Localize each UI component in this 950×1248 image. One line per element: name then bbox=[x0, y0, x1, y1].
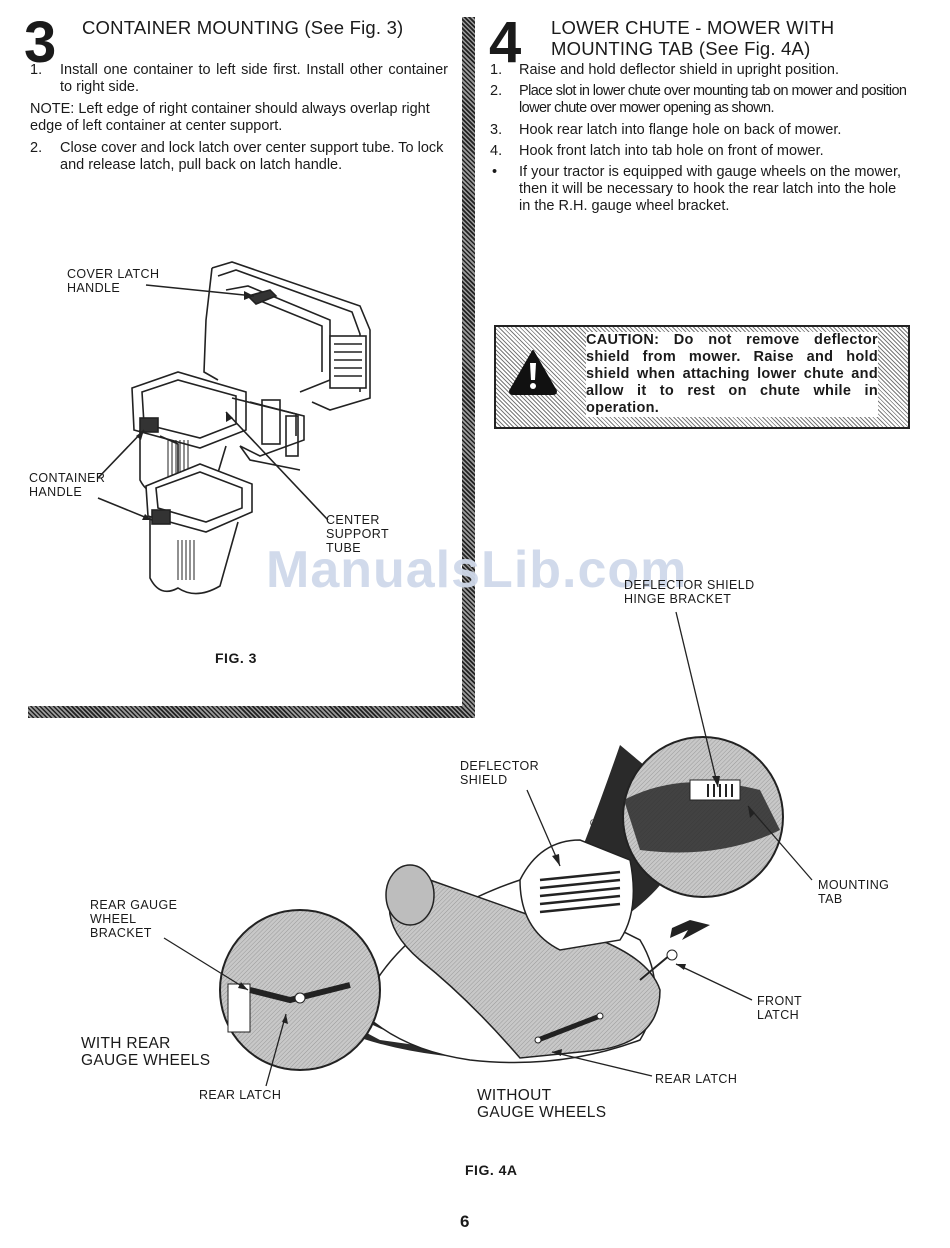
list-text: If your tractor is equipped with gauge w… bbox=[519, 164, 902, 214]
step-4-title: LOWER CHUTE - MOWER WITH MOUNTING TAB (S… bbox=[551, 17, 835, 59]
label-container-handle: CONTAINER HANDLE bbox=[29, 471, 106, 499]
note-label: NOTE bbox=[30, 101, 71, 117]
step-3-item-2: 2. Close cover and lock latch over cente… bbox=[30, 140, 448, 176]
step-3-note: NOTE: Left edge of right container shoul… bbox=[30, 101, 450, 135]
list-bullet: • bbox=[492, 164, 498, 180]
label-rear-latch-right: REAR LATCH bbox=[655, 1072, 738, 1086]
list-text: Close cover and lock latch over center s… bbox=[60, 140, 444, 173]
list-text: Install one container to left side first… bbox=[60, 62, 448, 95]
fig-3-illustration bbox=[97, 261, 371, 595]
list-text: Hook front latch into tab hole on front … bbox=[519, 143, 824, 159]
column-divider bbox=[462, 17, 475, 717]
list-text: Place slot in lower chute over mounting … bbox=[519, 83, 907, 116]
list-number: 4. bbox=[490, 143, 503, 159]
label-deflector-hinge-bracket: DEFLECTOR SHIELD HINGE BRACKET bbox=[624, 578, 755, 606]
step-3-item-1: 1. Install one container to left side fi… bbox=[30, 62, 448, 98]
label-with-rear-gauge-wheels: WITH REAR GAUGE WHEELS bbox=[81, 1035, 211, 1069]
list-number: 2. bbox=[490, 83, 503, 99]
fig-3-caption: FIG. 3 bbox=[215, 650, 257, 666]
step-4-item-4: 4. Hook front latch into tab hole on fro… bbox=[490, 143, 910, 161]
list-number: 2. bbox=[30, 140, 43, 156]
list-number: 3. bbox=[490, 122, 503, 138]
caution-box: CAUTION: Do not remove deflector shield … bbox=[494, 325, 910, 429]
label-deflector-shield: DEFLECTOR SHIELD bbox=[460, 759, 540, 787]
page-number: 6 bbox=[460, 1212, 470, 1231]
label-rear-latch-left: REAR LATCH bbox=[199, 1088, 282, 1102]
step-3-title: CONTAINER MOUNTING (See Fig. 3) bbox=[82, 17, 404, 38]
warning-icon bbox=[509, 350, 557, 395]
watermark: ManualsLib.com bbox=[266, 541, 688, 599]
section-divider bbox=[28, 706, 475, 718]
step-4-item-1: 1. Raise and hold deflector shield in up… bbox=[490, 62, 910, 80]
fig-4a-caption: FIG. 4A bbox=[465, 1162, 518, 1178]
list-text: Hook rear latch into flange hole on back… bbox=[519, 122, 842, 138]
label-without-gauge-wheels: WITHOUT GAUGE WHEELS bbox=[477, 1087, 607, 1121]
step-4-item-2: 2. Place slot in lower chute over mounti… bbox=[490, 83, 910, 119]
list-text: Raise and hold deflector shield in uprig… bbox=[519, 62, 840, 78]
step-3-number: 3 bbox=[24, 10, 56, 75]
note-text: : Left edge of right container should al… bbox=[30, 101, 430, 134]
list-number: 1. bbox=[30, 62, 43, 78]
label-front-latch: FRONT LATCH bbox=[757, 994, 803, 1022]
label-cover-latch-handle: COVER LATCH HANDLE bbox=[67, 267, 160, 295]
caution-text: CAUTION: Do not remove deflector shield … bbox=[586, 332, 878, 417]
label-rear-gauge-wheel-bracket: REAR GAUGE WHEEL BRACKET bbox=[90, 898, 178, 940]
step-4-item-bullet: • If your tractor is equipped with gauge… bbox=[490, 164, 910, 218]
label-center-support-tube: CENTER SUPPORT TUBE bbox=[326, 513, 389, 555]
list-number: 1. bbox=[490, 62, 503, 78]
step-4-number: 4 bbox=[489, 10, 521, 75]
label-mounting-tab: MOUNTING TAB bbox=[818, 878, 890, 906]
step-4-item-3: 3. Hook rear latch into flange hole on b… bbox=[490, 122, 910, 140]
